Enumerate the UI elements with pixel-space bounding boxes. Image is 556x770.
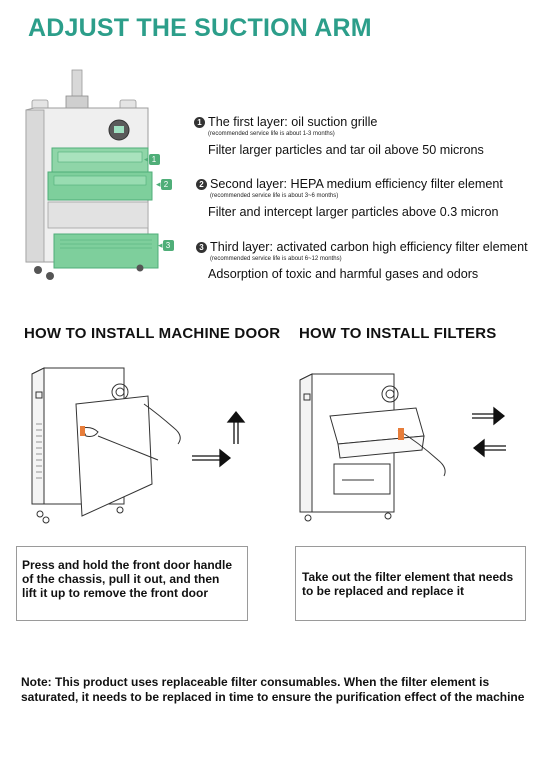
- footer-note: Note: This product uses replaceable filt…: [21, 675, 525, 704]
- layer-3-number: 3: [196, 241, 207, 253]
- suction-pipe: [71, 69, 83, 99]
- layer-1-desc: Filter larger particles and tar oil abov…: [208, 143, 484, 157]
- layer-1-number: 1: [194, 116, 205, 128]
- drawer-3: [53, 233, 159, 269]
- filters-caption-box: Take out the filter element that needs t…: [295, 546, 526, 621]
- door-section-heading: HOW TO INSTALL MACHINE DOOR: [24, 325, 281, 342]
- callout-1: ◂ 1: [144, 154, 160, 165]
- filter-replacement-illustration: [299, 373, 506, 522]
- callout-2: ◂ 2: [156, 179, 172, 190]
- layer-1-note: (recommended service life is about 1-3 m…: [208, 131, 335, 137]
- layer-2-heading: 2 Second layer: HEPA medium efficiency f…: [196, 177, 503, 191]
- door-caption-box: Press and hold the front door handle of …: [16, 546, 248, 621]
- layer-1-heading: 1 The first layer: oil suction grille: [194, 115, 377, 129]
- door-removal-illustration: [31, 367, 246, 524]
- purifier-cabinet-illustration: [25, 69, 159, 280]
- filters-section-heading: HOW TO INSTALL FILTERS: [299, 325, 497, 342]
- layer-2-title: Second layer: HEPA medium efficiency fil…: [210, 177, 503, 191]
- layer-1-title: The first layer: oil suction grille: [208, 115, 378, 129]
- layer-2-desc: Filter and intercept larger particles ab…: [208, 205, 499, 219]
- layer-2-number: 2: [196, 178, 207, 190]
- page-title: ADJUST THE SUCTION ARM: [28, 14, 372, 42]
- layer-2-note: (recommended service life is about 3~6 m…: [210, 193, 339, 199]
- callout-3: ◂ 3: [158, 240, 174, 251]
- layer-3-heading: 3 Third layer: activated carbon high eff…: [196, 240, 528, 254]
- layer-3-title: Third layer: activated carbon high effic…: [210, 240, 528, 254]
- door-caption-text: Press and hold the front door handle of …: [22, 558, 233, 600]
- filters-caption-text: Take out the filter element that needs t…: [302, 570, 514, 598]
- layer-3-desc: Adsorption of toxic and harmful gases an…: [208, 267, 479, 281]
- layer-3-note: (recommended service life is about 6~12 …: [210, 256, 342, 262]
- cabinet-side: [25, 109, 45, 263]
